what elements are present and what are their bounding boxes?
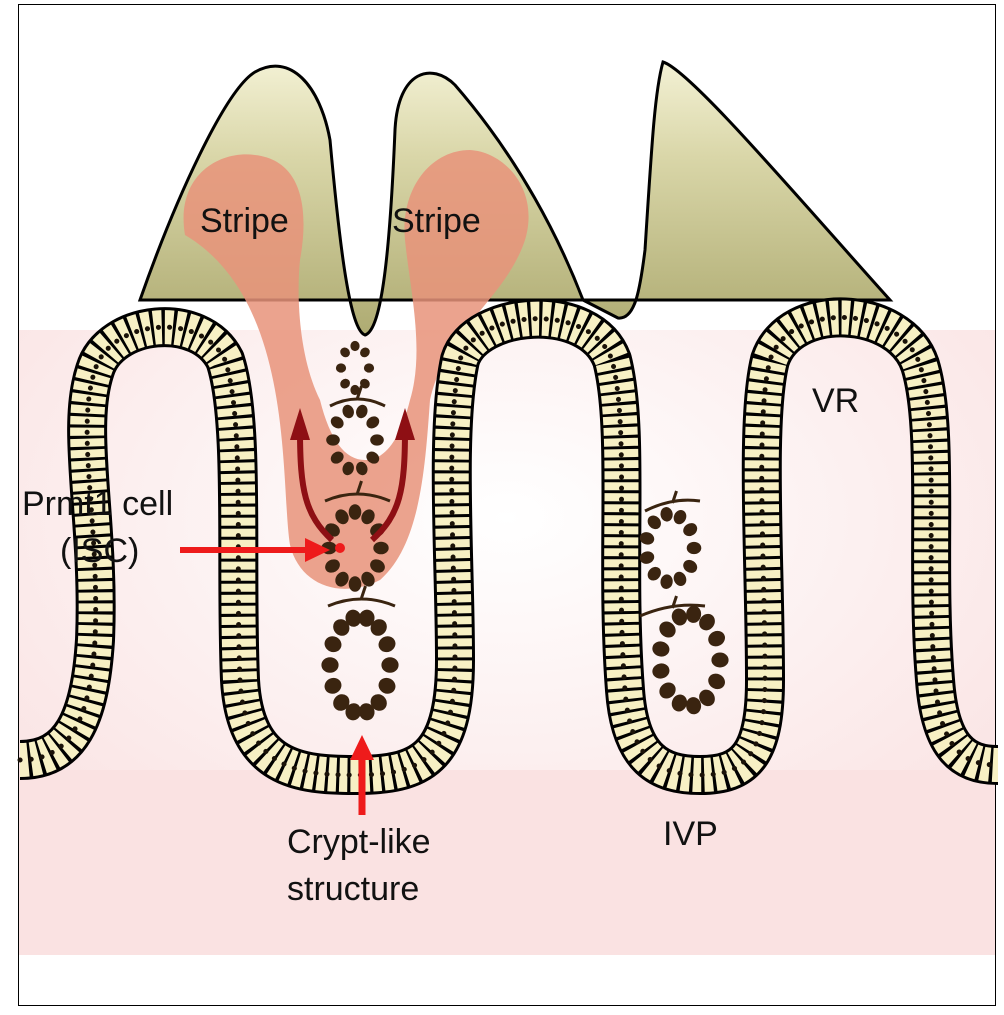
crypt-cell — [349, 576, 362, 591]
crypt-cell — [349, 504, 362, 519]
crypt-cell — [687, 542, 702, 554]
lumen-floor — [19, 770, 995, 955]
crypt-cell — [364, 363, 374, 372]
label-stripe-right: Stripe — [392, 202, 481, 240]
label-prmt1-line2: (ISC) — [60, 532, 139, 570]
label-crypt-line2: structure — [287, 870, 419, 908]
crypt-cell — [381, 657, 398, 673]
crypt-cell — [321, 657, 338, 673]
label-crypt-line1: Crypt-like — [287, 823, 431, 861]
crypt-cell — [350, 341, 359, 351]
prmt1-cell-marker — [335, 543, 345, 553]
crypt-cell — [711, 653, 728, 668]
label-prmt1-line1: Prmt1 cell — [22, 485, 173, 523]
crypt-cell — [326, 434, 340, 445]
crypt-cell — [336, 363, 346, 372]
label-vr: VR — [812, 382, 859, 420]
label-stripe-left: Stripe — [200, 202, 289, 240]
crypt-cell — [370, 434, 384, 445]
crypt-cell — [373, 542, 388, 555]
label-ivp: IVP — [663, 815, 718, 853]
